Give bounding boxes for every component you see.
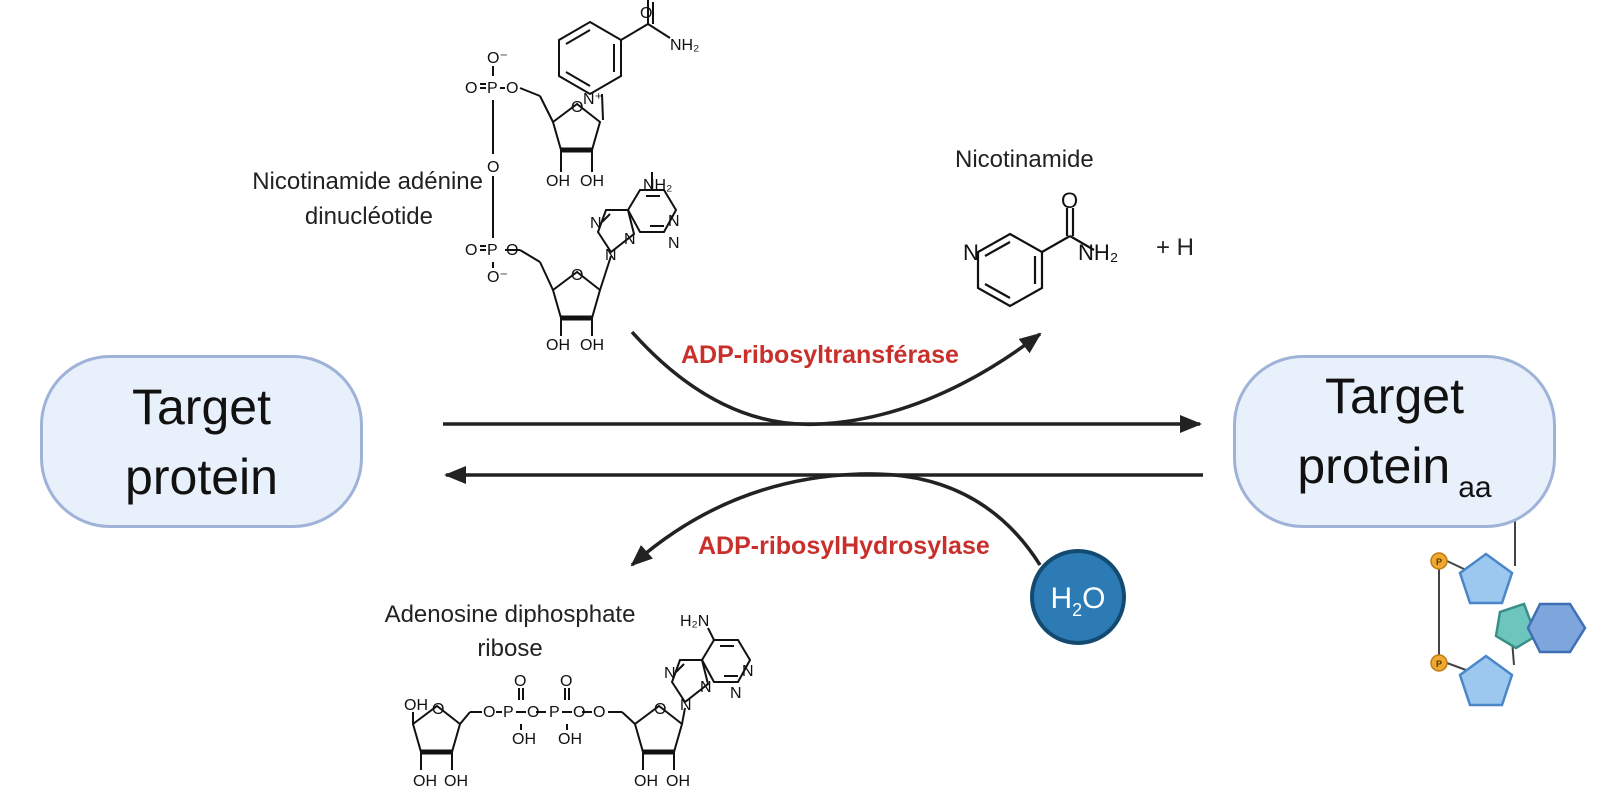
svg-text:N: N (590, 215, 602, 232)
svg-text:O: O (487, 159, 499, 176)
svg-text:O: O (640, 5, 652, 22)
enzyme-forward-label: ADP-ribosyltransférase (681, 341, 959, 369)
left-target-protein-label: Target protein (125, 378, 278, 505)
nad-structure (480, 0, 678, 336)
svg-text:NH₂: NH₂ (1078, 240, 1118, 265)
svg-text:NH₂: NH₂ (670, 37, 699, 54)
svg-text:N: N (700, 679, 712, 696)
svg-text:O: O (506, 80, 518, 97)
adpr-atoms: OH O OH OH O P O OH O P O OH O O O OH OH… (404, 613, 754, 790)
nad-atoms: N⁺ O NH₂ O P O O⁻ O P O O O⁻ O O OH OH O… (465, 5, 699, 354)
svg-text:OH: OH (546, 173, 570, 190)
svg-text:O: O (514, 673, 526, 690)
svg-text:N: N (742, 663, 754, 680)
left-target-protein-box: Target protein (40, 355, 363, 528)
enzyme-reverse-label: ADP-ribosylHydrosylase (698, 532, 990, 560)
svg-text:NH₂: NH₂ (643, 177, 672, 194)
adpr-label: Adenosine diphosphate ribose (384, 601, 636, 662)
svg-text:N⁺: N⁺ (583, 91, 603, 108)
purine-ring-six (1526, 602, 1587, 654)
svg-text:O: O (571, 267, 583, 284)
svg-text:OH: OH (580, 173, 604, 190)
svg-text:P: P (487, 80, 498, 97)
amino-acid-subscript: aa (1458, 470, 1492, 504)
svg-text:OH: OH (634, 773, 658, 790)
water-formula: H2O (1050, 582, 1105, 620)
svg-text:N: N (624, 231, 636, 248)
svg-text:O: O (527, 704, 539, 721)
nad-label: Nicotinamide adénine dinucléotide (252, 168, 483, 230)
svg-text:OH: OH (580, 337, 604, 354)
svg-text:O⁻: O⁻ (487, 50, 508, 67)
svg-text:OH: OH (558, 731, 582, 748)
svg-text:P: P (503, 704, 514, 721)
water-circle (1030, 549, 1126, 645)
svg-text:N: N (680, 697, 692, 714)
plus-h-label: + H (1156, 234, 1195, 261)
svg-text:H₂N: H₂N (680, 613, 709, 630)
svg-text:P: P (487, 242, 498, 259)
svg-text:P: P (1436, 557, 1442, 567)
adp-ribose-icon: P P (1430, 508, 1587, 707)
svg-text:O: O (654, 701, 666, 718)
svg-text:O: O (573, 704, 585, 721)
svg-text:N: N (668, 213, 680, 230)
svg-text:O: O (483, 704, 495, 721)
svg-text:O: O (571, 99, 583, 116)
svg-text:N: N (730, 685, 742, 702)
svg-text:O: O (1061, 188, 1078, 213)
svg-text:O: O (432, 701, 444, 718)
phosphate-bottom (1430, 654, 1448, 672)
svg-text:O: O (465, 242, 477, 259)
svg-text:OH: OH (413, 773, 437, 790)
svg-text:N: N (668, 235, 680, 252)
svg-text:N: N (963, 240, 979, 265)
svg-text:OH: OH (444, 773, 468, 790)
forward-curve-arrow (630, 330, 1042, 427)
phosphate-top (1430, 552, 1448, 570)
nicotinamide-structure (976, 208, 1095, 308)
svg-text:O: O (506, 242, 518, 259)
pentose-bottom (1458, 654, 1514, 707)
reverse-curve-arrow (630, 472, 1042, 567)
svg-text:P: P (1436, 659, 1442, 669)
svg-text:N: N (664, 665, 676, 682)
svg-text:O: O (560, 673, 572, 690)
svg-text:O: O (593, 704, 605, 721)
svg-text:P: P (549, 704, 560, 721)
nicotinamide-atoms: N O NH₂ (963, 188, 1118, 265)
svg-text:O⁻: O⁻ (487, 269, 508, 286)
svg-text:OH: OH (512, 731, 536, 748)
svg-text:N: N (605, 247, 617, 264)
svg-text:O: O (465, 80, 477, 97)
water-molecule: H2O (1030, 549, 1126, 645)
svg-text:OH: OH (546, 337, 570, 354)
adpr-structure (411, 627, 752, 770)
svg-text:OH: OH (666, 773, 690, 790)
svg-text:OH: OH (404, 697, 428, 714)
nicotinamide-label: Nicotinamide (955, 146, 1094, 173)
pentose-top (1458, 552, 1514, 605)
